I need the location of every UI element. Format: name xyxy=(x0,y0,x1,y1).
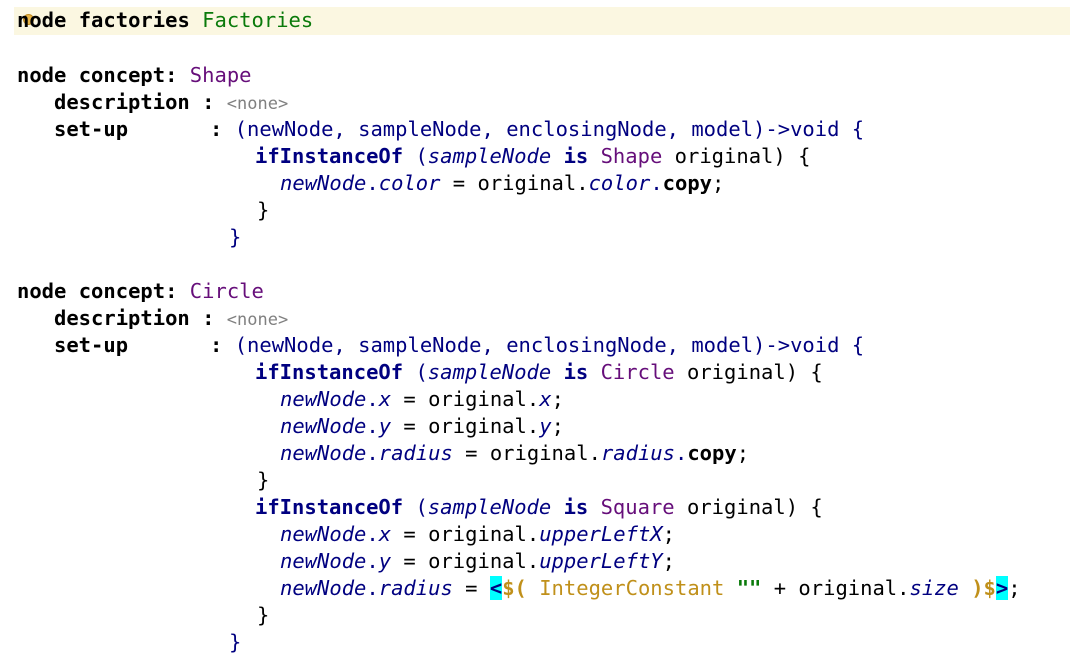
empty-string-literal[interactable]: "" xyxy=(736,576,762,600)
shape-color-statement[interactable]: newNode.color = original.color.copy; xyxy=(280,171,725,195)
root-name[interactable]: Factories xyxy=(202,8,314,32)
root-keyword: node factories xyxy=(17,8,190,32)
node-concept-label: node concept: xyxy=(17,63,178,87)
square-if-line: ifInstanceOf (sampleNode is Square origi… xyxy=(255,495,823,519)
quotation-open-bracket[interactable]: < xyxy=(489,576,503,600)
shape-concept-ref[interactable]: Shape xyxy=(189,63,252,87)
description-label: description xyxy=(54,90,190,114)
sample-node-ref[interactable]: sampleNode xyxy=(427,144,552,168)
root-header xyxy=(14,7,1070,35)
shape-setup-line: set-up xyxy=(54,116,128,143)
closure-signature[interactable]: (newNode, sampleNode, enclosingNode, mod… xyxy=(234,333,865,357)
sample-node-ref[interactable]: sampleNode xyxy=(427,495,552,519)
if-instance-keyword[interactable]: ifInstanceOf xyxy=(255,495,404,519)
shape-lambda-line: : (newNode, sampleNode, enclosingNode, m… xyxy=(210,117,865,141)
antiquotation-close[interactable]: )$ xyxy=(971,576,996,600)
quotation-close-bracket[interactable]: > xyxy=(995,576,1009,600)
description-none[interactable]: <none> xyxy=(226,310,289,330)
circle-x-statement[interactable]: newNode.x = original.x; xyxy=(280,387,564,411)
square-radius-statement[interactable]: newNode.radius = <$( IntegerConstant "" … xyxy=(280,576,1021,600)
circle-radius-statement[interactable]: newNode.radius = original.radius.copy; xyxy=(280,441,750,465)
square-if-close: } xyxy=(257,603,270,627)
circle-lambda-close: } xyxy=(229,630,242,654)
square-type-ref[interactable]: Square xyxy=(600,495,675,519)
shape-lambda-close: } xyxy=(229,225,242,249)
description-none[interactable]: <none> xyxy=(226,94,289,114)
shape-if-close: } xyxy=(257,198,270,222)
setup-label: set-up xyxy=(54,117,129,141)
shape-concept-line: node concept: Shape xyxy=(17,62,252,89)
intention-bulb-icon[interactable] xyxy=(23,14,34,25)
antiquotation-open[interactable]: $( xyxy=(502,576,527,600)
circle-setup-line: set-up xyxy=(54,332,128,359)
circle-description-line: description : <none> xyxy=(54,306,289,330)
shape-description-line: description : <none> xyxy=(54,90,289,114)
root-header-line: node factories Factories xyxy=(17,7,313,34)
circle-y-statement[interactable]: newNode.y = original.y; xyxy=(280,414,564,438)
setup-label: set-up xyxy=(54,333,129,357)
closure-signature[interactable]: (newNode, sampleNode, enclosingNode, mod… xyxy=(234,117,865,141)
if-instance-keyword[interactable]: ifInstanceOf xyxy=(255,144,404,168)
circle-if-close: } xyxy=(257,468,270,492)
circle-type-ref[interactable]: Circle xyxy=(600,360,675,384)
if-instance-keyword[interactable]: ifInstanceOf xyxy=(255,360,404,384)
integer-constant-ref[interactable]: IntegerConstant xyxy=(539,576,725,600)
shape-type-ref[interactable]: Shape xyxy=(600,144,663,168)
description-label: description xyxy=(54,306,190,330)
node-concept-label: node concept: xyxy=(17,279,178,303)
circle-if-line: ifInstanceOf (sampleNode is Circle origi… xyxy=(255,360,823,384)
square-x-statement[interactable]: newNode.x = original.upperLeftX; xyxy=(280,522,675,546)
circle-concept-line: node concept: Circle xyxy=(17,278,264,305)
circle-lambda-line: : (newNode, sampleNode, enclosingNode, m… xyxy=(210,333,865,357)
square-y-statement[interactable]: newNode.y = original.upperLeftY; xyxy=(280,549,675,573)
circle-concept-ref[interactable]: Circle xyxy=(189,279,264,303)
sample-node-ref[interactable]: sampleNode xyxy=(427,360,552,384)
shape-if-line: ifInstanceOf (sampleNode is Shape origin… xyxy=(255,144,811,168)
